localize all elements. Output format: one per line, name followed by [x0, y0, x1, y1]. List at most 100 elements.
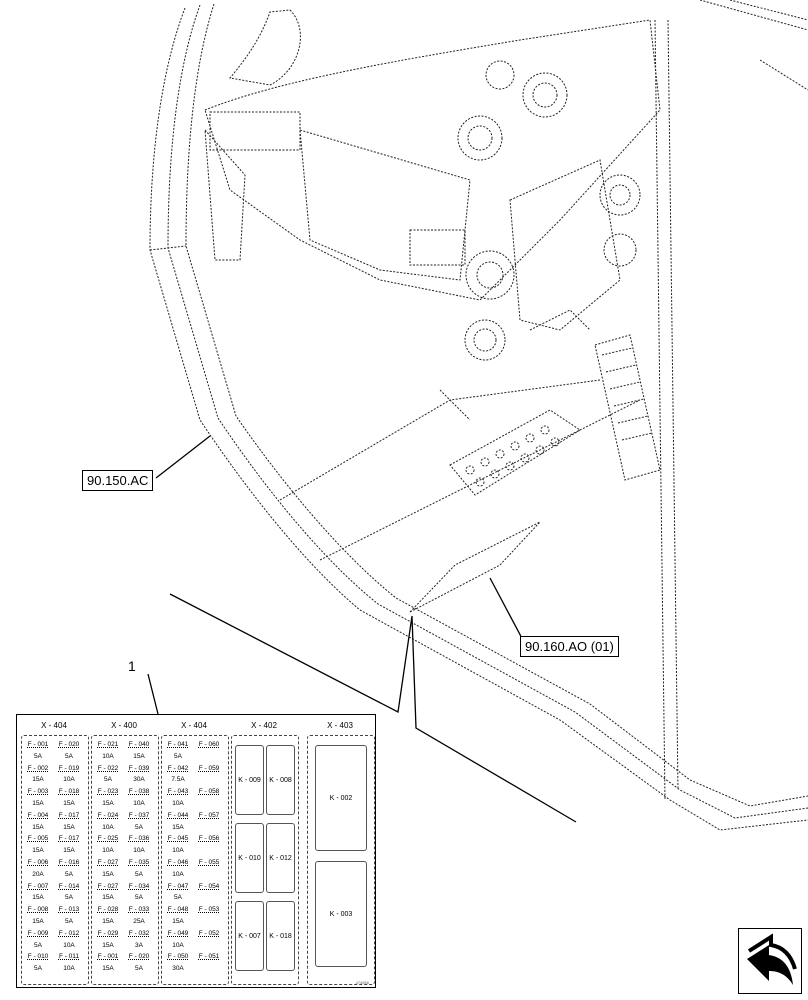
fuse-id: F - 056	[198, 835, 220, 843]
fuse-rating: 7.5A	[171, 776, 185, 784]
fuse-id: F - 029	[97, 929, 119, 937]
fuse-id: F - 011	[58, 953, 80, 961]
fuse-id: F - 059	[198, 764, 220, 772]
fuse-id: F - 046	[167, 859, 189, 866]
cutout-line	[169, 593, 577, 823]
fuse-id: F - 033	[128, 906, 150, 914]
fuse-rating: 15A	[32, 894, 44, 902]
fuse-id: F - 014	[58, 882, 80, 890]
fuse-id: F - 018	[58, 788, 80, 796]
fuse-id: F - 001	[27, 741, 49, 748]
fuse-rating: 5A	[135, 870, 143, 878]
fuse-panel-cover	[409, 521, 541, 613]
drawing-stamp: 474656	[355, 980, 369, 985]
fuse-id: F - 055	[198, 859, 220, 866]
fuse-id: F - 003	[27, 788, 49, 796]
fuse-id: F - 039	[128, 764, 150, 772]
fuse-id: F - 025	[97, 835, 119, 843]
fuse-id: F - 024	[97, 811, 119, 819]
fuse-id: F - 006	[27, 859, 49, 866]
fuse-rating: 10A	[102, 823, 114, 831]
relay-slot: K - 008	[266, 745, 295, 815]
fuse-rating: 15A	[102, 800, 114, 807]
fuse-rating: 15A	[102, 965, 114, 973]
fuse-id: F - 041	[167, 741, 189, 748]
fuse-id: F - 035	[128, 859, 150, 866]
fuse-id: F - 023	[97, 788, 119, 796]
fuse-id: F - 054	[198, 882, 220, 890]
fuse-id: F - 005	[27, 835, 49, 843]
fuse-rating: 5A	[104, 776, 112, 784]
fuse-rating: 15A	[172, 823, 184, 831]
callout-cab-ref[interactable]: 90.150.AC	[82, 470, 154, 491]
fuse-id: F - 038	[128, 788, 150, 796]
fuse-id: F - 019	[58, 764, 80, 772]
fuse-id: F - 036	[128, 835, 150, 843]
fuse-id: F - 020	[58, 741, 80, 748]
fuse-rating: 15A	[32, 800, 44, 807]
relay-slot: K - 003	[315, 861, 367, 967]
fuse-id: F - 047	[167, 882, 189, 890]
fuse-id: F - 002	[27, 764, 49, 772]
fuse-rating: 5A	[65, 870, 73, 878]
fuse-id: F - 012	[58, 929, 80, 937]
relay-slot: K - 018	[266, 901, 295, 971]
fuse-id: F - 045	[167, 835, 189, 843]
fuse-rating: 10A	[133, 800, 145, 807]
fuse-group-title: X - 400	[111, 721, 137, 730]
callout-panel-ref[interactable]: 90.160.AO (01)	[520, 636, 619, 657]
door-frame	[149, 7, 808, 831]
door-pillar-right	[654, 19, 679, 801]
fuse-id: F - 017	[58, 811, 80, 819]
fuse-id: F - 048	[167, 906, 189, 914]
fuse-rating: 15A	[102, 918, 114, 925]
fuse-rating: 15A	[102, 941, 114, 949]
fuse-id: F - 028	[97, 906, 119, 914]
fuse-id: F - 013	[58, 906, 80, 914]
fuse-rating: 5A	[65, 894, 73, 902]
fuse-id: F - 034	[128, 882, 150, 890]
fuse-rating: 5A	[135, 823, 143, 831]
relay-slot: K - 009	[235, 745, 264, 815]
relay-group-title: X - 402	[251, 721, 277, 730]
fuse-rating: 15A	[32, 918, 44, 925]
fuse-rating: 15A	[63, 823, 75, 831]
fuse-rating: 25A	[133, 918, 145, 925]
fuse-group	[91, 735, 159, 985]
fuse-id: F - 004	[27, 811, 49, 819]
fuse-group	[161, 735, 229, 985]
fuse-rating: 5A	[135, 965, 143, 973]
fuse-rating: 3A	[135, 941, 143, 949]
fuse-rating: 15A	[133, 752, 145, 760]
relay-group	[231, 735, 299, 985]
fuse-id: F - 027	[97, 882, 119, 890]
fuse-rating: 15A	[32, 776, 44, 784]
fuse-rating: 5A	[34, 965, 42, 973]
fuse-rating: 15A	[32, 847, 44, 855]
fuse-id: F - 051	[198, 953, 220, 961]
return-arrow-icon[interactable]	[738, 928, 802, 994]
fuse-box-layout: X - 404 F - 001 F - 020 5A 5A F - 002 F - 019 1…	[16, 714, 376, 988]
dashboard	[204, 19, 661, 301]
fuse-rating: 5A	[34, 941, 42, 949]
fuse-id: F - 009	[27, 929, 49, 937]
fuse-rating: 5A	[174, 752, 182, 760]
fuse-rating: 10A	[102, 752, 114, 760]
fuse-rating: 15A	[172, 918, 184, 925]
fuse-rating: 10A	[172, 941, 184, 949]
relay-slot: K - 002	[315, 745, 367, 851]
fuse-id: F - 050	[167, 953, 189, 961]
fuse-rating: 10A	[102, 847, 114, 855]
fuse-rating: 5A	[65, 918, 73, 925]
fuse-id: F - 027	[97, 859, 119, 866]
fuse-id: F - 042	[167, 764, 189, 772]
fuse-rating: 15A	[32, 823, 44, 831]
relay-slot: K - 010	[235, 823, 264, 893]
fuse-id: F - 017	[58, 835, 80, 843]
fuse-group-title: X - 404	[181, 721, 207, 730]
fuse-rating: 10A	[133, 847, 145, 855]
relay-group	[307, 735, 375, 985]
fuse-id: F - 040	[128, 741, 150, 748]
leader-item	[147, 673, 159, 715]
